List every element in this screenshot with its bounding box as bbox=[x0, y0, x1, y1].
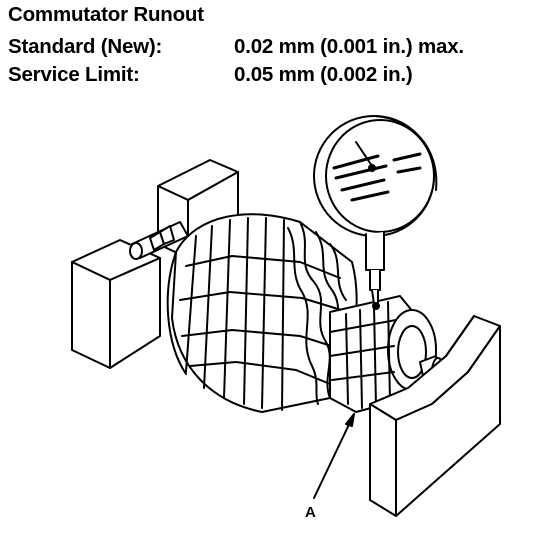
dial-indicator-icon bbox=[313, 115, 438, 310]
left-front-block-icon bbox=[71, 239, 161, 369]
callout-arrowhead bbox=[345, 413, 355, 427]
armature-core-icon bbox=[166, 213, 358, 413]
spec-title: Commutator Runout bbox=[8, 3, 204, 26]
callout-leader-line bbox=[313, 413, 355, 499]
spec-row-standard: Standard (New): 0.02 mm (0.001 in.) max. bbox=[8, 35, 464, 59]
spec-value-standard: 0.02 mm (0.001 in.) max. bbox=[234, 35, 464, 58]
spec-label-standard: Standard (New): bbox=[8, 35, 163, 58]
spec-value-service-limit: 0.05 mm (0.002 in.) bbox=[234, 63, 413, 86]
spec-row-service-limit: Service Limit: 0.05 mm (0.002 in.) bbox=[8, 63, 413, 87]
spec-label-service-limit: Service Limit: bbox=[8, 63, 140, 86]
callout-label-a: A bbox=[305, 504, 316, 521]
left-shaft-icon bbox=[129, 221, 189, 260]
right-v-block-icon bbox=[369, 315, 501, 517]
commutator-icon bbox=[329, 295, 437, 413]
